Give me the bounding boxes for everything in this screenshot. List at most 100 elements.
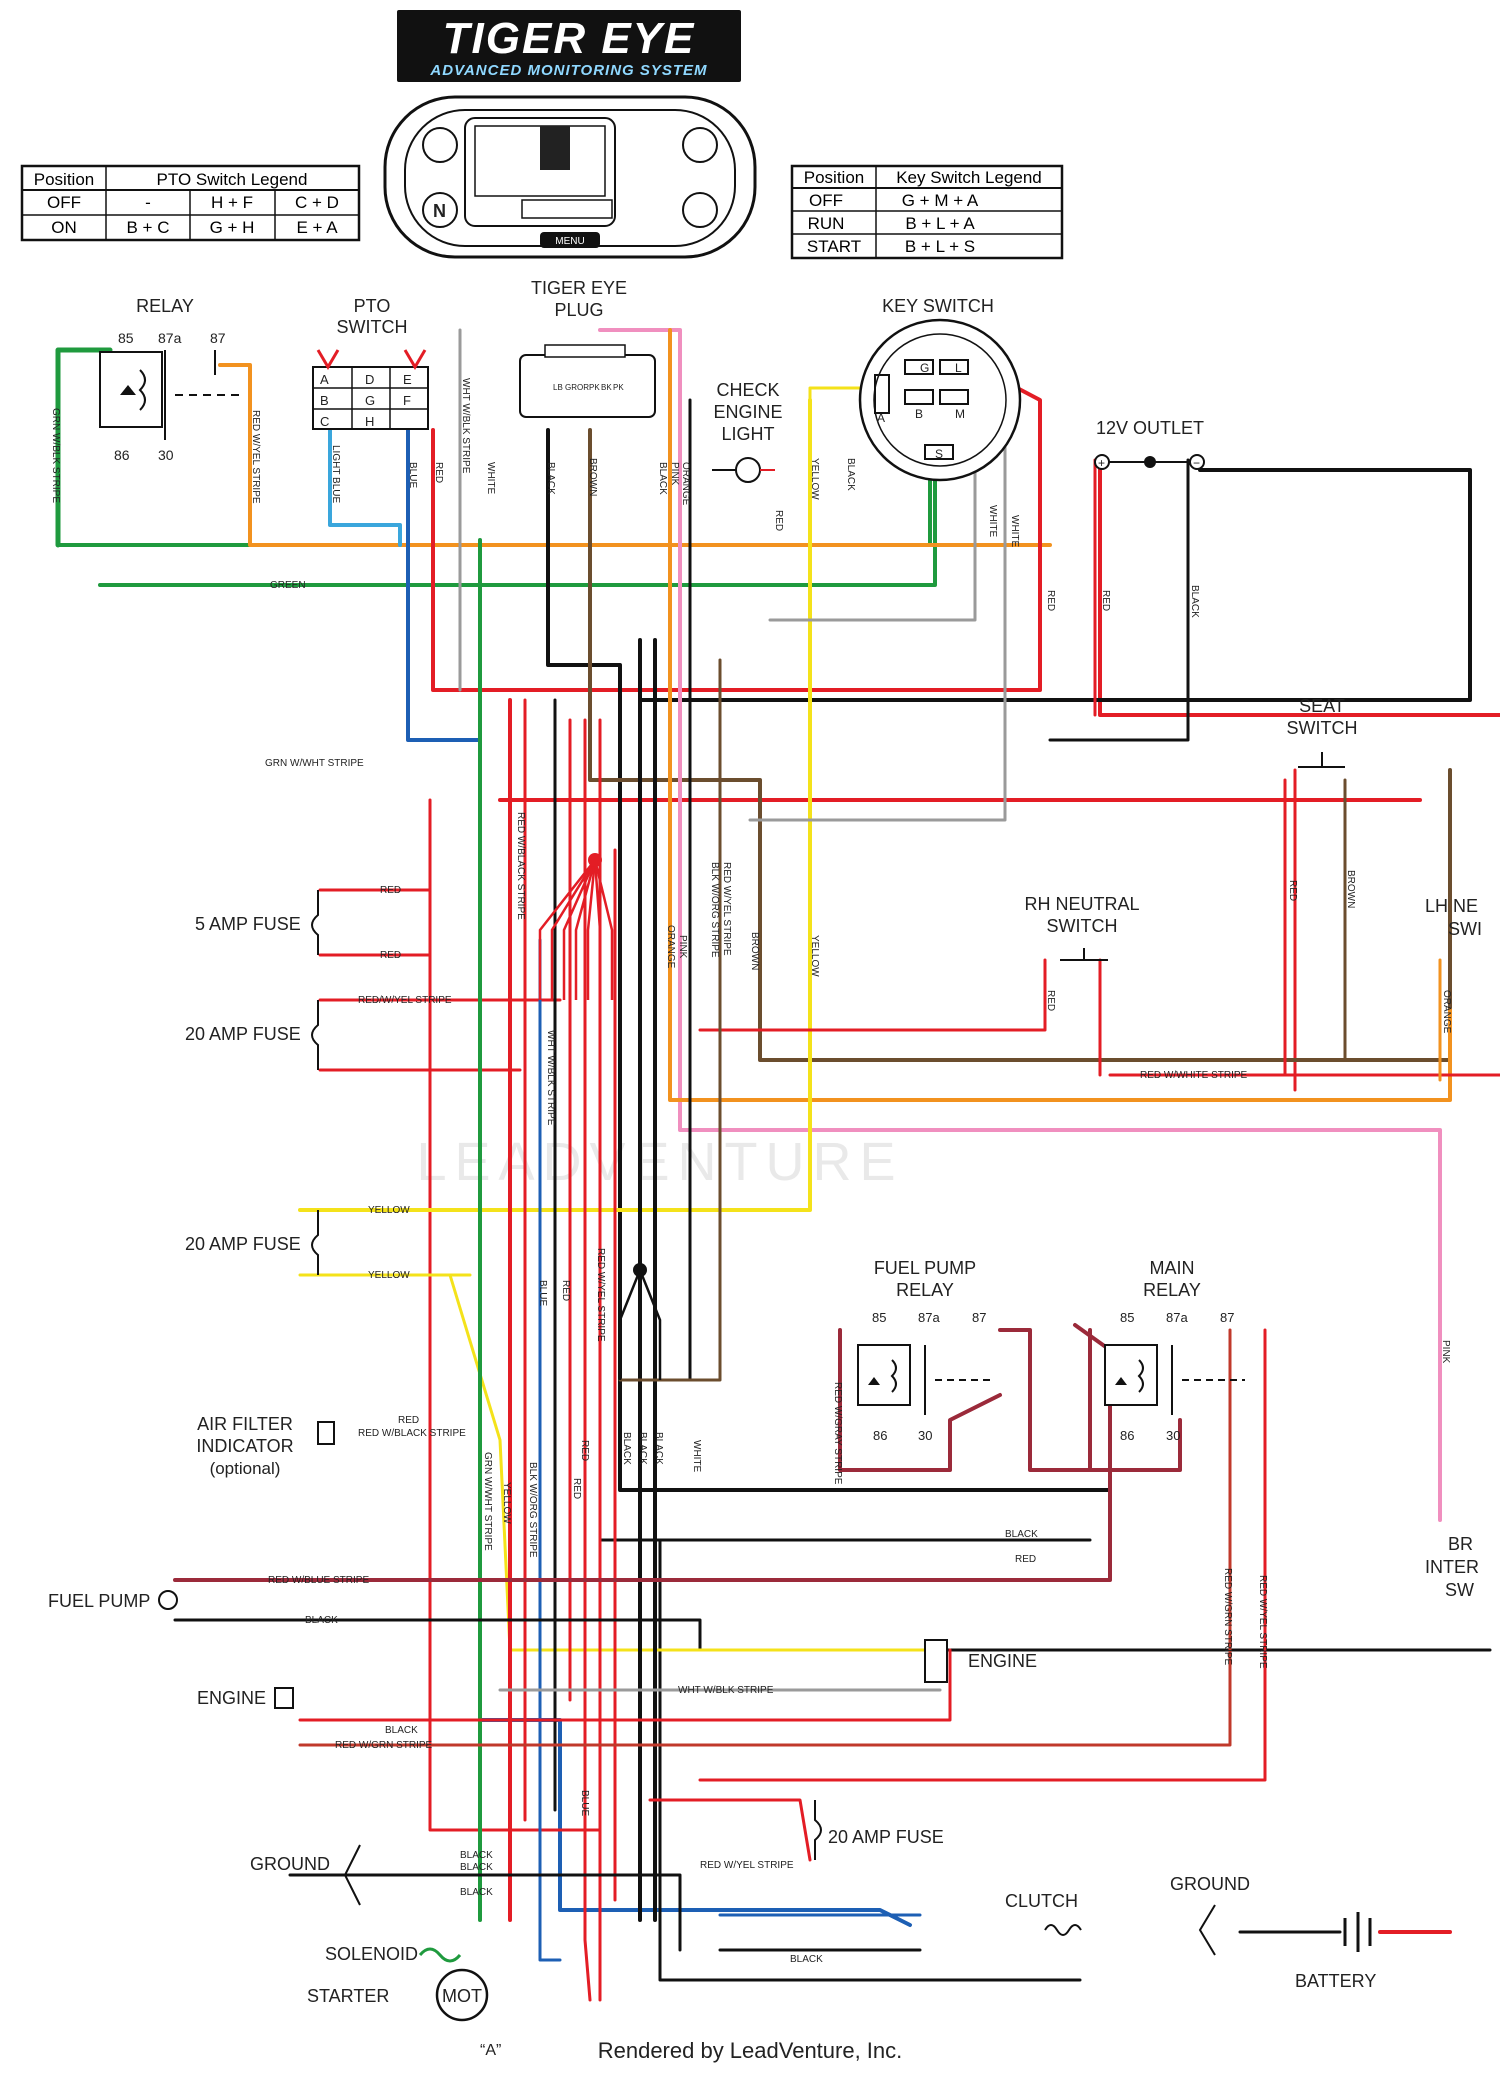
air-filter-label-2: INDICATOR [196, 1436, 293, 1456]
wire-label: WHT W/BLK STRIPE [460, 378, 471, 474]
brake-interlock-switch: BR INTER SW [1425, 1534, 1479, 1600]
seat-switch-label-1: SEAT [1299, 696, 1345, 716]
pto-pin: C [320, 414, 329, 429]
fuel-pump-relay: 85 87a 87 86 30 FUEL PUMP RELAY [857, 1258, 990, 1443]
pto-switch: A B C D G H E F PTO SWITCH [312, 296, 429, 430]
wire-label: RED W/WHITE STRIPE [1140, 1070, 1248, 1081]
wire-label: BLK W/ORG STRIPE [709, 862, 720, 958]
key-pin-m: M [955, 407, 965, 421]
air-filter-label-3: (optional) [210, 1459, 281, 1478]
wire-label: WHITE [691, 1440, 702, 1473]
key-pin-l: L [955, 361, 962, 375]
12v-outlet: + − 12V OUTLET [1094, 418, 1205, 470]
wire-label: BLACK [637, 1432, 648, 1465]
clutch-label: CLUTCH [1005, 1891, 1078, 1911]
wire-label: RED [433, 462, 444, 483]
svg-text:N: N [433, 201, 446, 221]
relay-pin-87a: 87a [158, 330, 182, 346]
motor-label: MOT [442, 1986, 482, 2006]
pto-legend-cell: H + F [211, 193, 253, 212]
key-legend-cell: G + M + A [902, 191, 979, 210]
pto-switch-label-1: PTO [354, 296, 391, 316]
wire-label: BLACK [545, 462, 556, 495]
black-splice-fanout [618, 1190, 662, 1380]
wire-label: GRN W/WHT STRIPE [482, 1452, 493, 1551]
wire-label: ORANGE [680, 462, 691, 506]
wire-label: YELLOW [368, 1270, 410, 1281]
wire-label: BLACK [621, 1432, 632, 1465]
seat-switch-label-2: SWITCH [1287, 718, 1358, 738]
brake-label-3: SW [1445, 1580, 1474, 1600]
footer-credit: Rendered by LeadVenture, Inc. [598, 2038, 903, 2063]
wire-label: BLACK [460, 1850, 493, 1861]
tiger-eye-logo: TIGER EYE ADVANCED MONITORING SYSTEM [397, 10, 741, 82]
wire-label: BLACK [460, 1862, 493, 1873]
wire-label: RED W/YEL STRIPE [1257, 1575, 1268, 1669]
fp-relay-pin-87a: 87a [918, 1310, 940, 1325]
key-pin-g: G [920, 361, 929, 375]
wire-label: RED [1015, 1554, 1036, 1565]
fuse-5amp: 5 AMP FUSE [195, 890, 319, 955]
wire-label: YELLOW [368, 1205, 410, 1216]
wire-label: GREEN [270, 580, 306, 591]
wire-label: BLACK [653, 1432, 664, 1465]
wire-label: BLUE [579, 1790, 590, 1816]
solenoid-label: SOLENOID [325, 1944, 418, 1964]
lh-neutral-switch: LH NE SWI [1425, 896, 1482, 939]
air-filter-indicator: AIR FILTER INDICATOR (optional) [196, 1414, 335, 1478]
battery: BATTERY [1295, 1912, 1376, 1991]
fp-relay-label-1: FUEL PUMP [874, 1258, 976, 1278]
check-engine-label-3: LIGHT [721, 424, 774, 444]
relay-pin-30: 30 [158, 447, 174, 463]
wire-label: WHT W/BLK STRIPE [545, 1030, 556, 1126]
display-right-bottom-icon [682, 192, 718, 228]
wire-label: RED/W/YEL STRIPE [358, 995, 452, 1006]
wire-label: BROWN [1345, 870, 1356, 908]
wire-label: GRN W/WHT STRIPE [265, 758, 364, 769]
wire-label: RED W/BLACK STRIPE [515, 812, 526, 920]
wire-label: RED W/GRN STRIPE [335, 1740, 433, 1751]
main-relay-pin-87: 87 [1220, 1310, 1234, 1325]
main-relay-pin-85: 85 [1120, 1310, 1134, 1325]
pto-pin: E [403, 372, 412, 387]
pto-pin: D [365, 372, 374, 387]
pto-legend-cell: E + A [296, 218, 338, 237]
wire-label: RED [579, 1440, 590, 1461]
key-switch-label: KEY SWITCH [882, 296, 994, 316]
wire-label: PINK [677, 935, 688, 959]
key-legend-cell: B + L + A [905, 214, 975, 233]
key-pin-a: A [877, 411, 885, 425]
pto-pin: B [320, 393, 329, 408]
wire-label: RED W/BLUE STRIPE [268, 1575, 369, 1586]
ground-right-label: GROUND [1170, 1874, 1250, 1894]
main-relay: 85 87a 87 86 30 MAIN RELAY [1104, 1258, 1245, 1443]
rh-neutral-switch: RH NEUTRAL SWITCH [1024, 894, 1140, 961]
wire-label: RED [560, 1280, 571, 1301]
pto-legend-cell: - [145, 193, 151, 212]
lh-neutral-label-2: SWI [1448, 919, 1482, 939]
ground-left-label: GROUND [250, 1854, 330, 1874]
plug-pin: PK [613, 383, 624, 392]
pto-pin: A [320, 372, 329, 387]
splice-point-red [588, 853, 602, 867]
key-pin-b: B [915, 407, 923, 421]
wire-label: RED [1100, 590, 1111, 611]
wire-label: BROWN [749, 932, 760, 970]
relay-pin-85: 85 [118, 330, 134, 346]
wire-label: WHITE [485, 462, 496, 495]
display-menu-button-label: MENU [555, 236, 584, 247]
wire-label: BLACK [385, 1725, 418, 1736]
plug-pin: LB [553, 383, 563, 392]
wire-label: WHITE [1009, 515, 1020, 548]
plug-pin: GR [565, 383, 577, 392]
tiger-eye-display: N MENU [383, 95, 757, 259]
fuse-20amp-3-label: 20 AMP FUSE [828, 1827, 944, 1847]
wire-label: PINK [669, 462, 680, 486]
wire-label: GRN W/BLK STRIPE [50, 408, 61, 503]
fuel-pump: FUEL PUMP [48, 1590, 178, 1611]
wire-label: WHITE [987, 505, 998, 538]
wire-labels: GRN W/BLK STRIPE RED W/YEL STRIPE GREEN … [50, 378, 1452, 1965]
outlet-label: 12V OUTLET [1096, 418, 1204, 438]
display-right-top-icon [682, 127, 718, 163]
pto-pin: H [365, 414, 374, 429]
